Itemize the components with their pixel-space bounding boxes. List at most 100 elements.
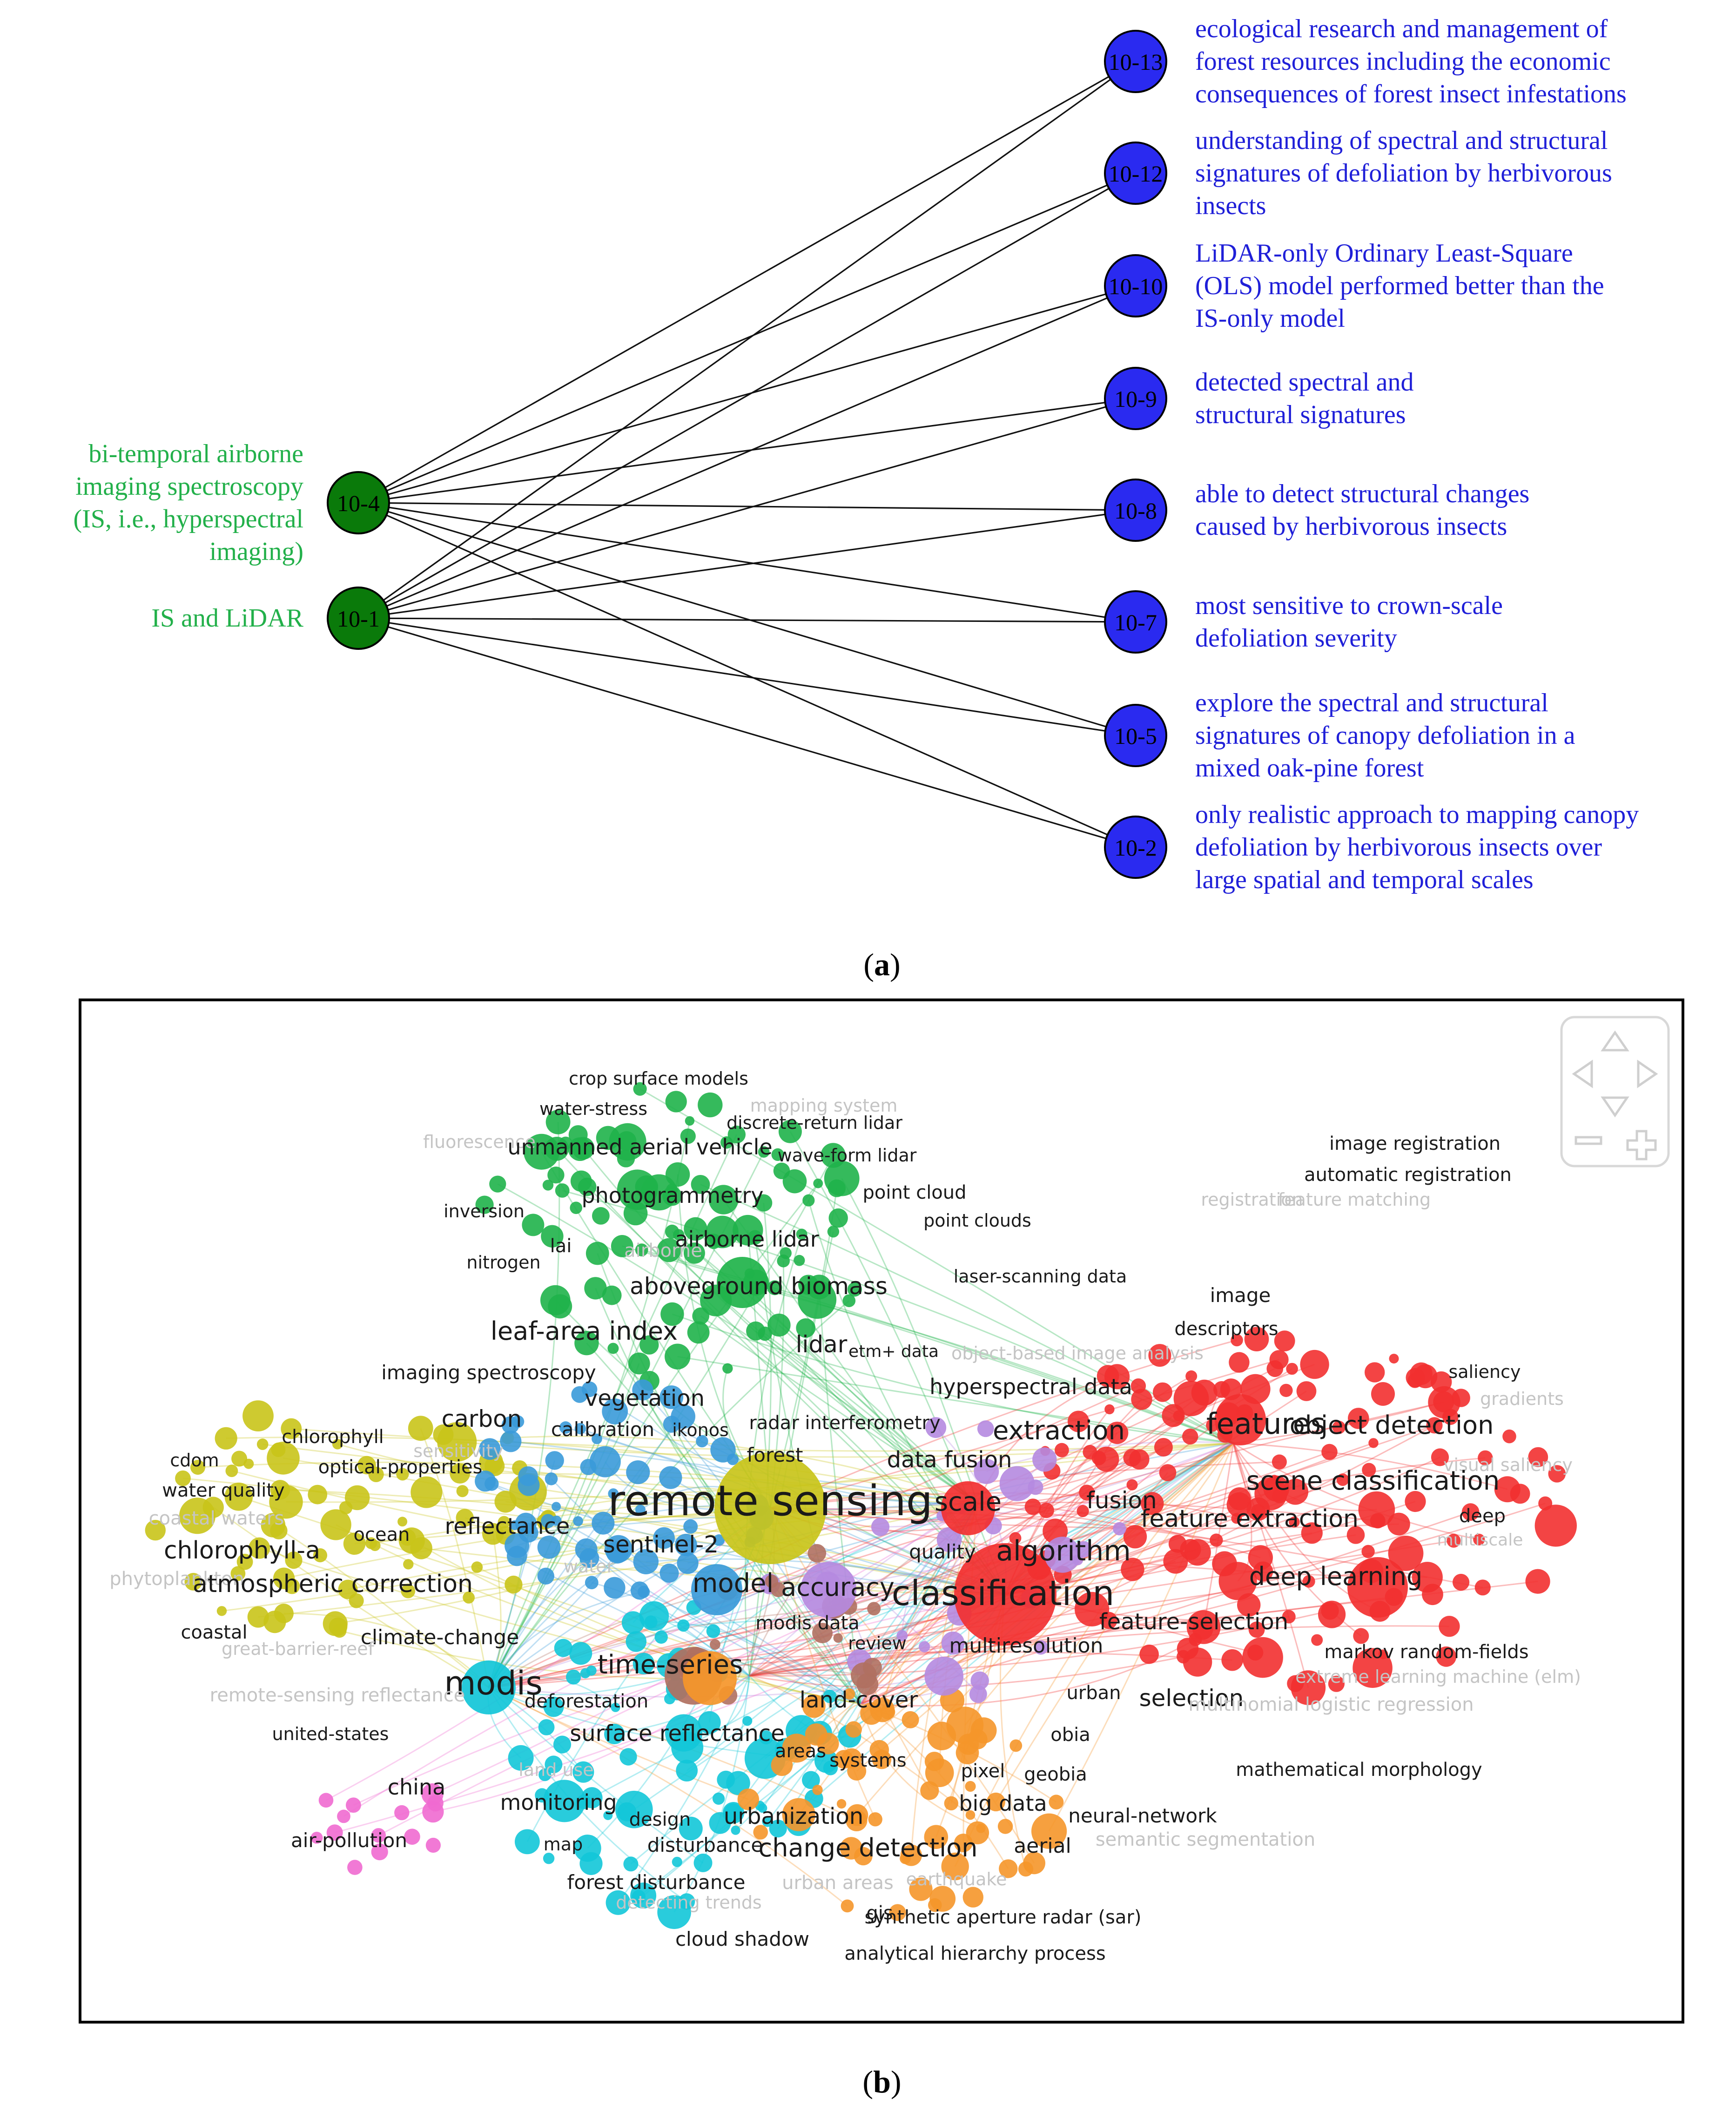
keyword-node[interactable] [581,1787,603,1808]
keyword-node[interactable] [1253,1561,1273,1582]
keyword-node[interactable] [1311,1634,1323,1646]
keyword-node[interactable] [919,1641,930,1653]
keyword-node[interactable] [1024,1498,1042,1515]
keyword-node[interactable] [827,1226,840,1238]
keyword-node[interactable] [543,1853,555,1864]
keyword-node[interactable] [674,1533,697,1556]
keyword-node[interactable] [927,1721,956,1751]
keyword-node[interactable] [404,1828,420,1845]
keyword-node[interactable] [1282,1478,1309,1505]
keyword-node[interactable] [1072,1554,1083,1565]
keyword-node[interactable] [511,1415,525,1428]
keyword-node[interactable] [1009,1739,1023,1752]
keyword-node[interactable] [1388,1536,1424,1571]
keyword-node[interactable] [545,1472,558,1485]
keyword-node[interactable] [552,1502,561,1511]
node-10-9[interactable] [1104,367,1167,430]
keyword-node[interactable] [842,1294,856,1308]
keyword-node[interactable] [1221,1649,1243,1671]
keyword-node[interactable] [737,1788,760,1810]
keyword-node[interactable] [666,1183,678,1195]
keyword-node[interactable] [692,1307,710,1325]
keyword-node[interactable] [769,1820,787,1838]
keyword-node[interactable] [1229,1352,1250,1373]
keyword-node[interactable] [777,1255,790,1268]
keyword-node[interactable] [1387,1512,1410,1536]
keyword-node[interactable] [249,1537,270,1559]
keyword-node[interactable] [727,1453,739,1465]
keyword-node[interactable] [1139,1644,1159,1664]
keyword-node[interactable] [677,1552,699,1574]
keyword-node[interactable] [771,1582,786,1597]
keyword-node[interactable] [626,1631,647,1652]
keyword-node[interactable] [573,1516,583,1526]
pan-right-icon[interactable] [1637,1059,1658,1088]
keyword-node[interactable] [969,1685,987,1703]
keyword-node[interactable] [1286,1363,1298,1375]
keyword-node[interactable] [489,1175,506,1193]
keyword-node[interactable] [1405,1491,1426,1512]
keyword-node[interactable] [1336,1473,1349,1486]
keyword-node[interactable] [608,1488,619,1499]
keyword-node[interactable] [767,1280,782,1295]
keyword-node[interactable] [1534,1505,1577,1547]
keyword-node[interactable] [225,1464,238,1478]
keyword-node[interactable] [585,1576,599,1590]
keyword-node[interactable] [1318,1600,1346,1628]
keyword-node[interactable] [425,1837,441,1853]
keyword-node[interactable] [1361,1545,1375,1559]
keyword-node[interactable] [263,1611,286,1633]
keyword-node[interactable] [515,1512,537,1534]
keyword-node[interactable] [856,1673,879,1695]
keyword-node[interactable] [475,1195,494,1214]
keyword-node[interactable] [510,1520,520,1531]
keyword-node[interactable] [285,1552,303,1569]
keyword-node[interactable] [346,1797,361,1813]
keyword-node[interactable] [1210,1533,1223,1547]
keyword-node[interactable] [936,1527,962,1552]
keyword-node[interactable] [663,1416,680,1433]
keyword-node[interactable] [450,1463,471,1484]
keyword-node[interactable] [762,1816,773,1827]
keyword-node[interactable] [1244,1327,1269,1351]
keyword-node[interactable] [823,1689,837,1703]
keyword-node[interactable] [805,1723,828,1746]
keyword-node[interactable] [602,1285,622,1305]
keyword-node[interactable] [343,1532,366,1555]
keyword-node[interactable] [1525,1569,1550,1594]
keyword-node[interactable] [970,1717,997,1744]
keyword-node[interactable] [338,1579,358,1599]
keyword-node[interactable] [572,1137,595,1160]
keyword-node[interactable] [710,1639,720,1650]
keyword-hub-node[interactable] [954,1543,1056,1646]
node-10-5[interactable] [1104,704,1167,767]
keyword-node[interactable] [602,1398,628,1425]
keyword-hub-node[interactable] [691,1564,742,1615]
keyword-node[interactable] [871,1518,890,1536]
keyword-node[interactable] [559,1421,572,1434]
keyword-node[interactable] [408,1416,433,1441]
keyword-node[interactable] [589,1446,621,1478]
keyword-node[interactable] [267,1442,300,1475]
keyword-node[interactable] [974,1459,999,1484]
keyword-node[interactable] [592,1511,615,1535]
keyword-node[interactable] [731,1825,740,1835]
keyword-node[interactable] [641,1174,677,1211]
keyword-node[interactable] [684,1217,707,1241]
keyword-node[interactable] [1453,1573,1470,1591]
keyword-node[interactable] [1282,1610,1296,1624]
keyword-node[interactable] [755,1194,773,1212]
node-10-10[interactable] [1104,254,1167,317]
keyword-node[interactable] [632,1889,646,1904]
keyword-node[interactable] [401,1584,416,1599]
keyword-node[interactable] [1447,1533,1461,1548]
keyword-node[interactable] [604,1723,625,1745]
keyword-node[interactable] [1412,1562,1443,1593]
keyword-node[interactable] [802,1694,826,1718]
keyword-node[interactable] [570,1170,592,1192]
keyword-node[interactable] [1321,1444,1338,1460]
keyword-node[interactable] [727,1126,746,1144]
keyword-node[interactable] [683,1519,698,1534]
keyword-node[interactable] [1328,1675,1345,1692]
keyword-node[interactable] [584,1277,607,1300]
